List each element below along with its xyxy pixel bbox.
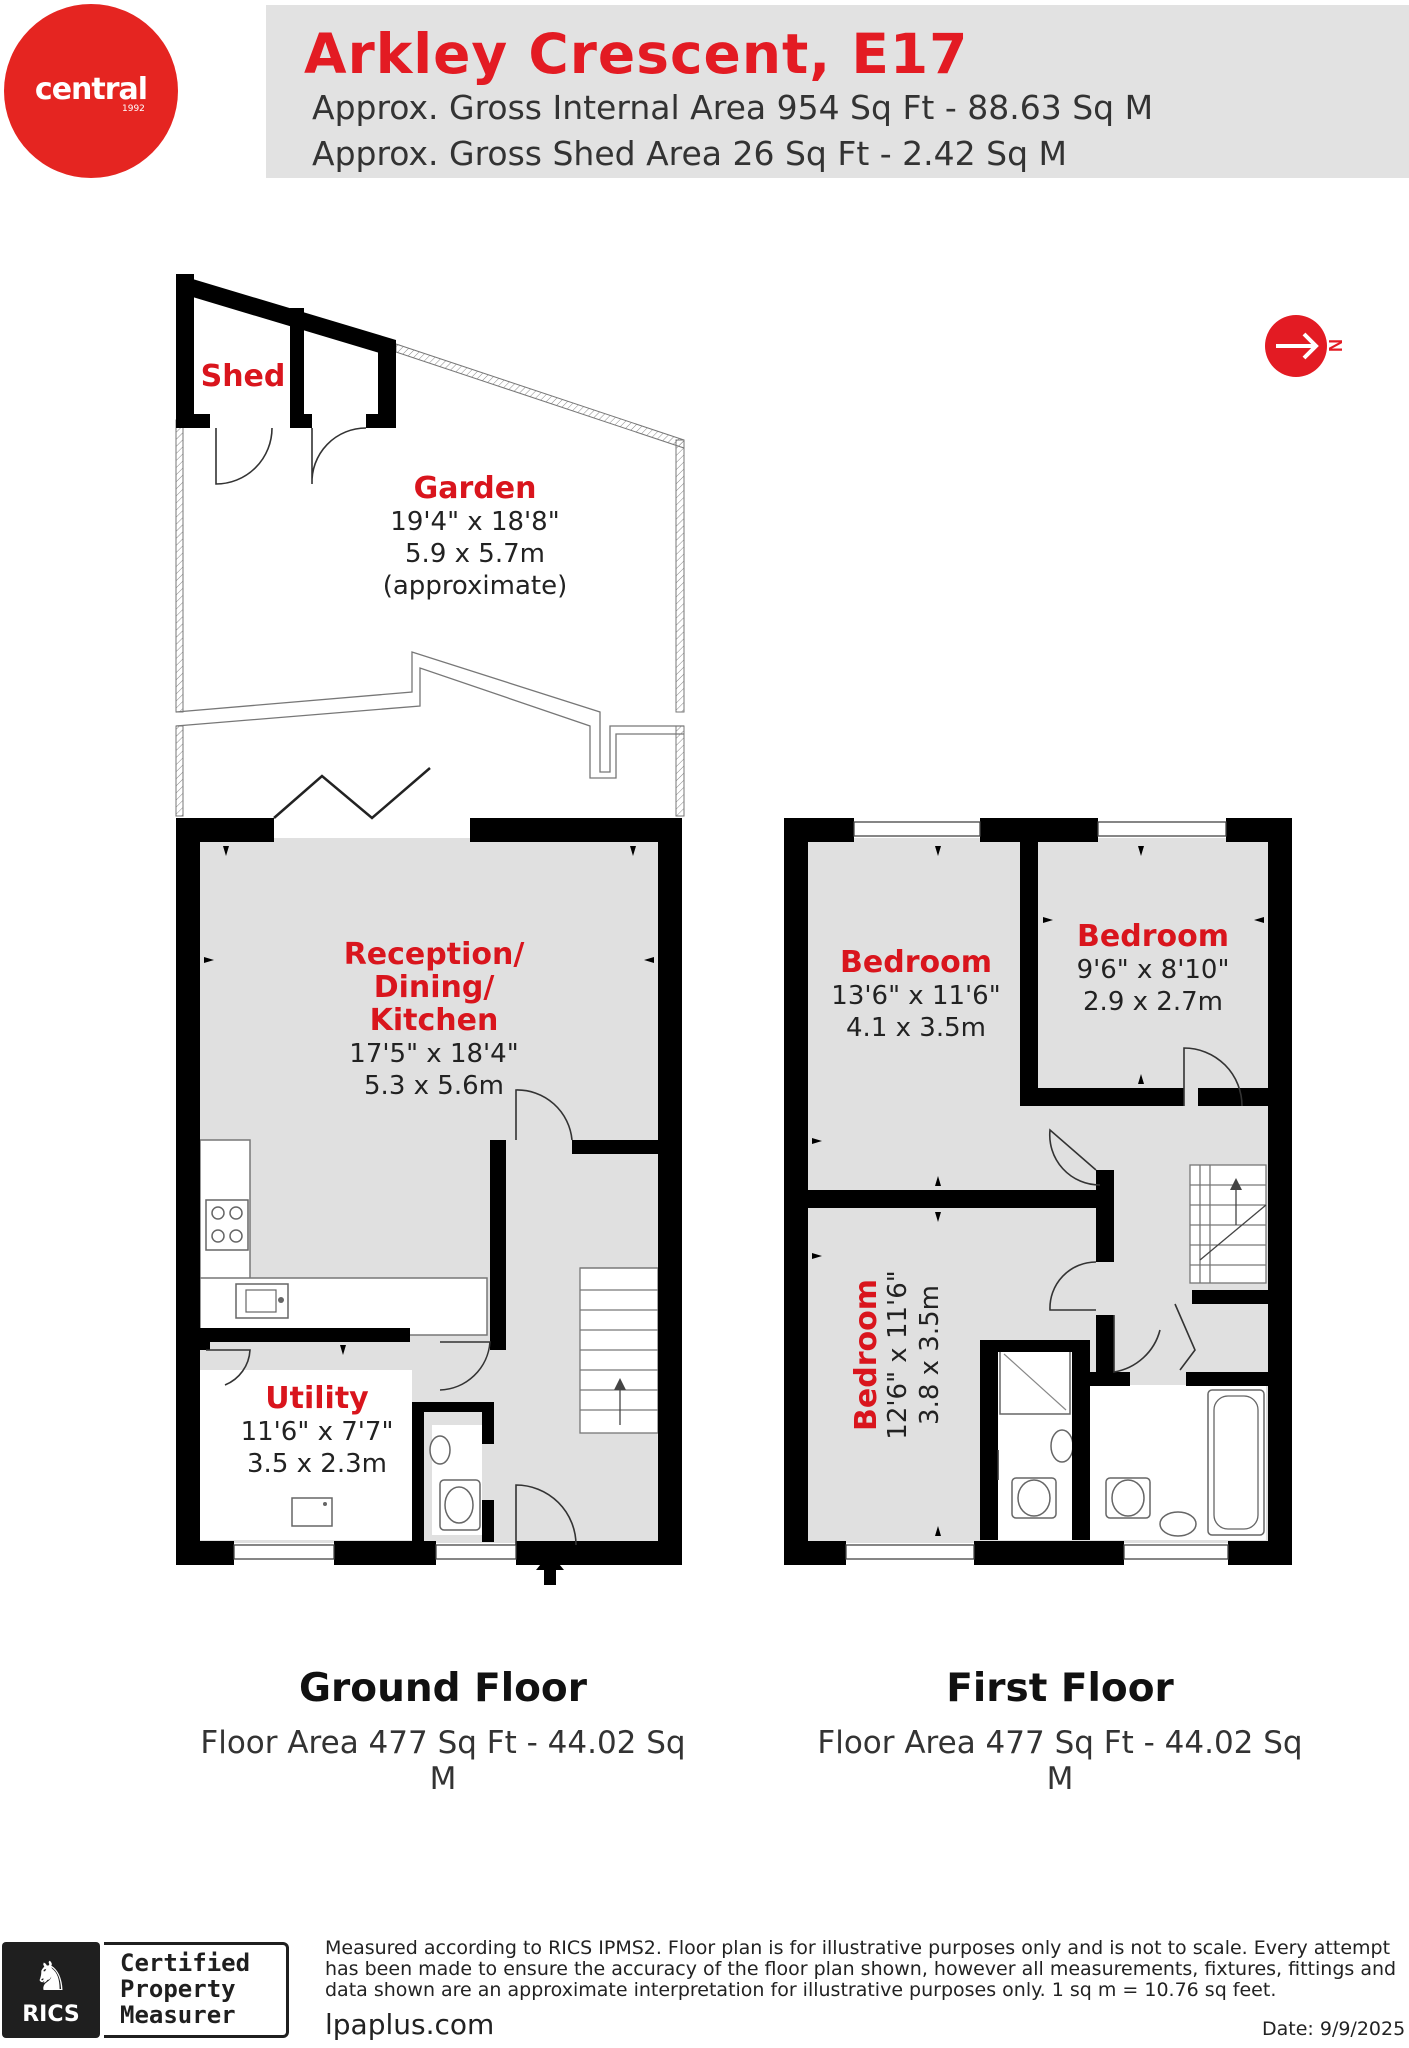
bedroom2-dim-metric: 2.9 x 2.7m	[1083, 987, 1223, 1017]
bedroom1-dim-imperial: 13'6" x 11'6"	[831, 981, 1000, 1011]
certified-measurer-text: Certified Property Measurer	[120, 1950, 250, 2028]
basin-icon	[1050, 1429, 1074, 1463]
certified-measurer-badge	[104, 1942, 289, 2038]
lion-icon: ♞	[33, 1955, 69, 1999]
reception-dim-metric: 5.3 x 5.6m	[364, 1071, 504, 1101]
ground-door-swings	[206, 1089, 577, 1546]
cpm-line-3: Measurer	[120, 2001, 236, 2029]
ground-wc	[429, 1425, 482, 1535]
garden-dim-metric: 5.9 x 5.7m	[405, 539, 545, 569]
reception-label-line2: Dining/	[374, 970, 495, 1005]
first-floor-area: Floor Area 477 Sq Ft - 44.02 Sq M	[817, 1725, 1303, 1797]
first-staircase	[1189, 1164, 1267, 1284]
ground-floor-plan	[176, 767, 682, 1585]
room-labels: Shed Garden 19'4" x 18'8" 5.9 x 5.7m (ap…	[201, 359, 1230, 1479]
compass-label: N	[1325, 339, 1345, 352]
reception-label-line3: Kitchen	[370, 1003, 499, 1038]
header-band	[266, 5, 1409, 178]
bedroom2-label: Bedroom	[1077, 919, 1229, 954]
first-dimension-markers	[812, 846, 1264, 1536]
cpm-line-2: Property	[120, 1975, 236, 2003]
ground-floor-area: Floor Area 477 Sq Ft - 44.02 Sq M	[200, 1725, 686, 1797]
utility-sink-icon	[291, 1497, 333, 1527]
utility-dim-metric: 3.5 x 2.3m	[247, 1449, 387, 1479]
shower-room	[984, 1345, 1076, 1540]
rics-logo-text: RICS	[22, 2002, 80, 2027]
bedroom3-dim-imperial: 12'6" x 11'6"	[883, 1270, 913, 1439]
floor-plan-drawing: N Shed Garden 19'4" x 18'8" 5.9 x 5.7m (…	[175, 274, 1345, 1585]
disclaimer-line-1: Measured according to RICS IPMS2. Floor …	[325, 1937, 1391, 1959]
hob-icon	[205, 1199, 249, 1251]
first-floor-title: First Floor	[946, 1666, 1174, 1711]
first-walls	[784, 818, 1292, 1565]
logo-word: central	[34, 72, 148, 107]
ground-staircase	[579, 1267, 659, 1434]
plan-date: Date: 9/9/2025	[1262, 2018, 1406, 2040]
central-logo: central 1992	[4, 4, 178, 178]
sink-icon	[235, 1283, 289, 1319]
bedroom3-label: Bedroom	[849, 1279, 884, 1431]
toilet-icon	[1017, 1479, 1051, 1517]
first-door-swings	[997, 1047, 1243, 1480]
ground-dimension-markers	[204, 846, 654, 1355]
bedroom3-dim-metric: 3.8 x 3.5m	[915, 1285, 945, 1425]
first-windows	[845, 821, 1229, 1560]
bathroom	[1090, 1385, 1266, 1540]
bathtub-icon	[1207, 1389, 1265, 1536]
website-link[interactable]: lpaplus.com	[325, 2008, 495, 2041]
garden-note: (approximate)	[383, 571, 568, 601]
logo-year: 1992	[122, 104, 145, 114]
garden-label: Garden	[414, 471, 537, 506]
disclaimer-line-2: has been made to ensure the accuracy of …	[325, 1958, 1397, 1980]
garden-and-shed	[175, 274, 685, 817]
utility-dim-imperial: 11'6" x 7'7"	[241, 1417, 394, 1447]
garden-dim-imperial: 19'4" x 18'8"	[390, 507, 559, 537]
reception-dim-imperial: 17'5" x 18'4"	[349, 1039, 518, 1069]
rics-logo: ♞ RICS	[2, 1942, 100, 2038]
disclaimer-line-3: data shown are an approximate interpreta…	[325, 1979, 1277, 2001]
bedroom1-dim-metric: 4.1 x 3.5m	[846, 1013, 986, 1043]
bedroom2-dim-imperial: 9'6" x 8'10"	[1077, 955, 1230, 985]
disclaimer: Measured according to RICS IPMS2. Floor …	[325, 1938, 1409, 2001]
entrance-arrow-icon	[536, 1553, 564, 1585]
bifold-door	[273, 767, 431, 820]
gross-shed-area: Approx. Gross Shed Area 26 Sq Ft - 2.42 …	[312, 134, 1068, 173]
ground-windows	[233, 1544, 517, 1560]
first-floor-plan	[784, 818, 1292, 1565]
ground-walls	[176, 818, 682, 1565]
north-arrow-icon: N	[1265, 315, 1345, 377]
property-title: Arkley Crescent, E17	[304, 22, 969, 86]
reception-label-line1: Reception/	[344, 937, 525, 972]
utility-label: Utility	[265, 1381, 369, 1416]
ground-floor-title: Ground Floor	[299, 1666, 587, 1711]
cpm-line-1: Certified	[120, 1949, 251, 1977]
shed-label: Shed	[201, 359, 286, 394]
gross-internal-area: Approx. Gross Internal Area 954 Sq Ft - …	[312, 88, 1154, 127]
bedroom1-label: Bedroom	[840, 945, 992, 980]
